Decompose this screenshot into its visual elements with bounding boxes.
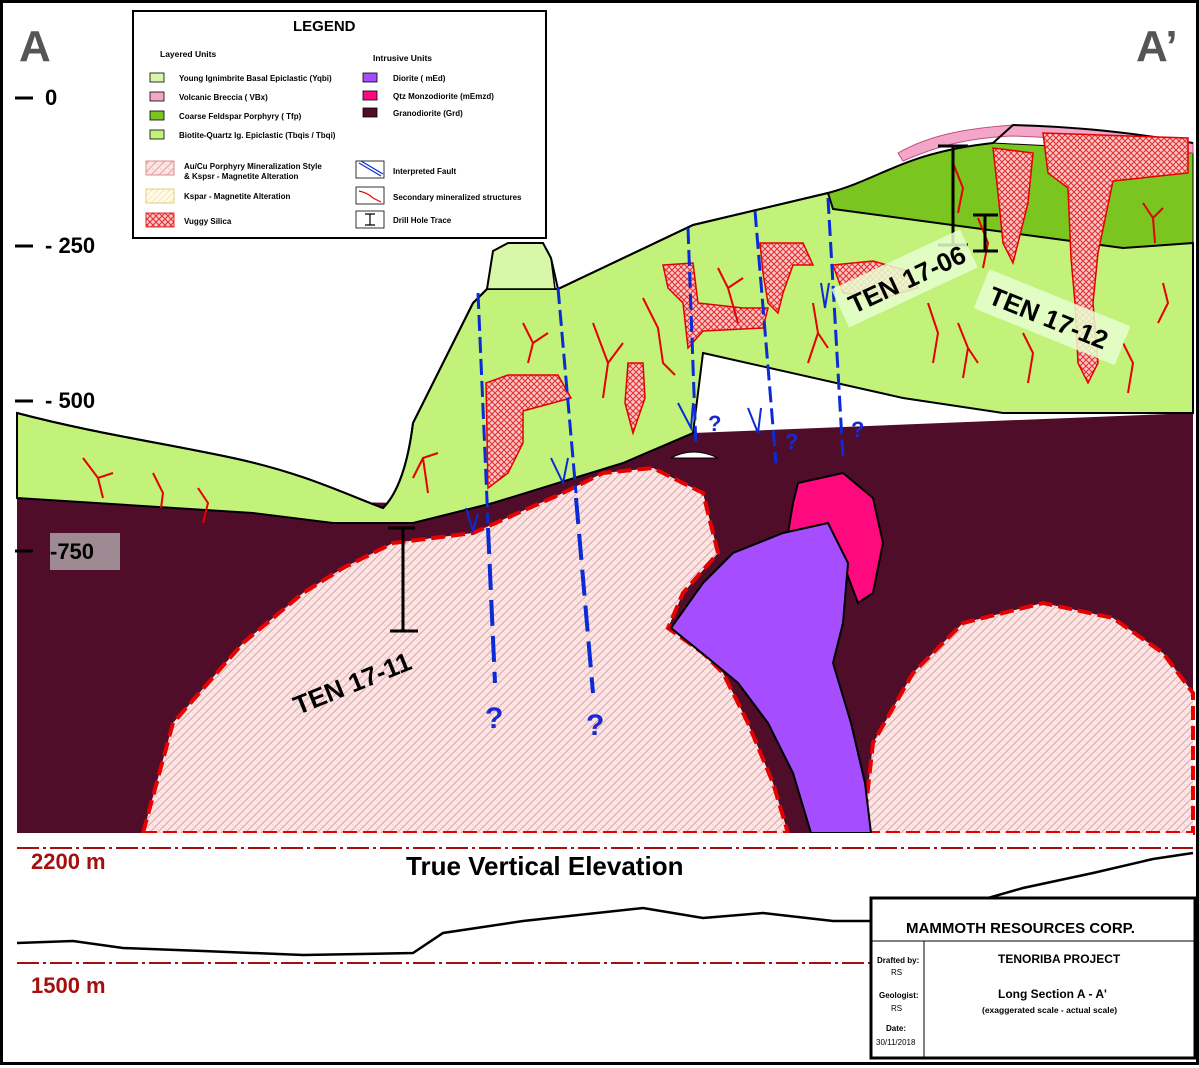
vuggy-silica-mid-d [624, 362, 646, 436]
question-mark: ? [586, 709, 604, 742]
true-elevation-title: True Vertical Elevation [406, 851, 683, 881]
interpreted-faults [476, 197, 845, 524]
legend-label: Diorite ( mEd) [393, 74, 446, 83]
interpreted-faults-extensions [486, 497, 595, 694]
vuggy-silica-mid-b [759, 242, 815, 315]
legend-title: LEGEND [293, 18, 356, 35]
legend-label: Young Ignimbrite Basal Epiclastic (Yqbi) [179, 74, 332, 83]
legend: LEGEND Layered Units Intrusive Units You… [132, 10, 547, 239]
drafted-value: RS [891, 968, 902, 977]
legend-label: Granodiorite (Grd) [393, 109, 463, 118]
legend-intrusive-heading: Intrusive Units [373, 53, 432, 63]
section-title: Long Section A - A' [998, 987, 1107, 1001]
mineralization-body-central [140, 465, 791, 835]
mineralization-body-east [860, 600, 1195, 835]
project-name: TENORIBA PROJECT [998, 952, 1121, 966]
legend-label: Volcanic Breccia ( VBx) [179, 93, 268, 102]
volcanic-breccia-band [897, 124, 1194, 162]
date-value: 30/11/2018 [876, 1038, 916, 1047]
question-mark: ? [785, 429, 798, 454]
legend-label: Interpreted Fault [393, 167, 456, 176]
title-block: MAMMOTH RESOURCES CORP. TENORIBA PROJECT… [869, 896, 1197, 1060]
depth-scale: 0 - 250 - 500 -750 [15, 85, 120, 570]
true-elevation-profile [16, 851, 1194, 957]
vuggy-silica-right-small [992, 147, 1034, 266]
question-mark: ? [708, 411, 721, 436]
depth-label-250: - 250 [45, 233, 95, 258]
legend-label: Vuggy Silica [184, 217, 232, 226]
section-label-a: A [19, 22, 51, 71]
legend-label: Drill Hole Trace [393, 216, 452, 225]
legend-label: Coarse Feldspar Porphyry ( Tfp) [179, 112, 302, 121]
legend-layered-heading: Layered Units [160, 49, 216, 59]
legend-label: Kspar - Magnetite Alteration [184, 192, 290, 201]
legend-layered-units: Young Ignimbrite Basal Epiclastic (Yqbi)… [149, 72, 336, 140]
drafted-label: Drafted by: [877, 956, 919, 965]
legend-label: Qtz Monzodiorite (mEmzd) [393, 92, 494, 101]
company-name: MAMMOTH RESOURCES CORP. [906, 920, 1135, 937]
white-lens [670, 451, 719, 459]
question-mark: ? [851, 417, 864, 442]
fault-arrows [465, 282, 830, 535]
legend-label: Secondary mineralized structures [393, 193, 522, 202]
elevation-upper-label: 2200 m [31, 849, 106, 874]
depth-label-750: -750 [50, 539, 94, 564]
question-mark: ? [485, 702, 503, 735]
date-label: Date: [886, 1024, 906, 1033]
uncertainty-marks: ? ? ? ? ? [485, 411, 864, 742]
geologist-value: RS [891, 1004, 902, 1013]
legend-label: Au/Cu Porphyry Mineralization Style [184, 162, 322, 171]
section-label-a-prime: A’ [1136, 22, 1178, 71]
legend-alteration: Au/Cu Porphyry Mineralization Style & Ks… [145, 160, 322, 228]
legend-label: Biotite-Quartz Ig. Epiclastic (Tbqis / T… [179, 131, 336, 140]
depth-label-500: - 500 [45, 388, 95, 413]
depth-label-0: 0 [45, 85, 57, 110]
elevation-lower-label: 1500 m [31, 973, 106, 998]
topography-line [16, 123, 1194, 510]
legend-structures: Interpreted Fault Secondary mineralized … [355, 160, 522, 229]
long-section-diagram: ? ? ? ? ? TEN 17-06 TEN 17-12 TEN 17-11 … [15, 10, 1197, 1060]
vuggy-silica-left [485, 374, 573, 490]
diorite-body [669, 521, 873, 834]
legend-label: & Kspsr - Magnetite Alteration [184, 172, 298, 181]
legend-intrusive-units: Diorite ( mEd) Qtz Monzodiorite (mEmzd) … [362, 72, 494, 118]
young-ignimbrite-cap [486, 242, 556, 290]
secondary-mineralized-structures [82, 162, 1170, 524]
scale-note: (exaggerated scale - actual scale) [982, 1005, 1117, 1015]
geologist-label: Geologist: [879, 991, 919, 1000]
